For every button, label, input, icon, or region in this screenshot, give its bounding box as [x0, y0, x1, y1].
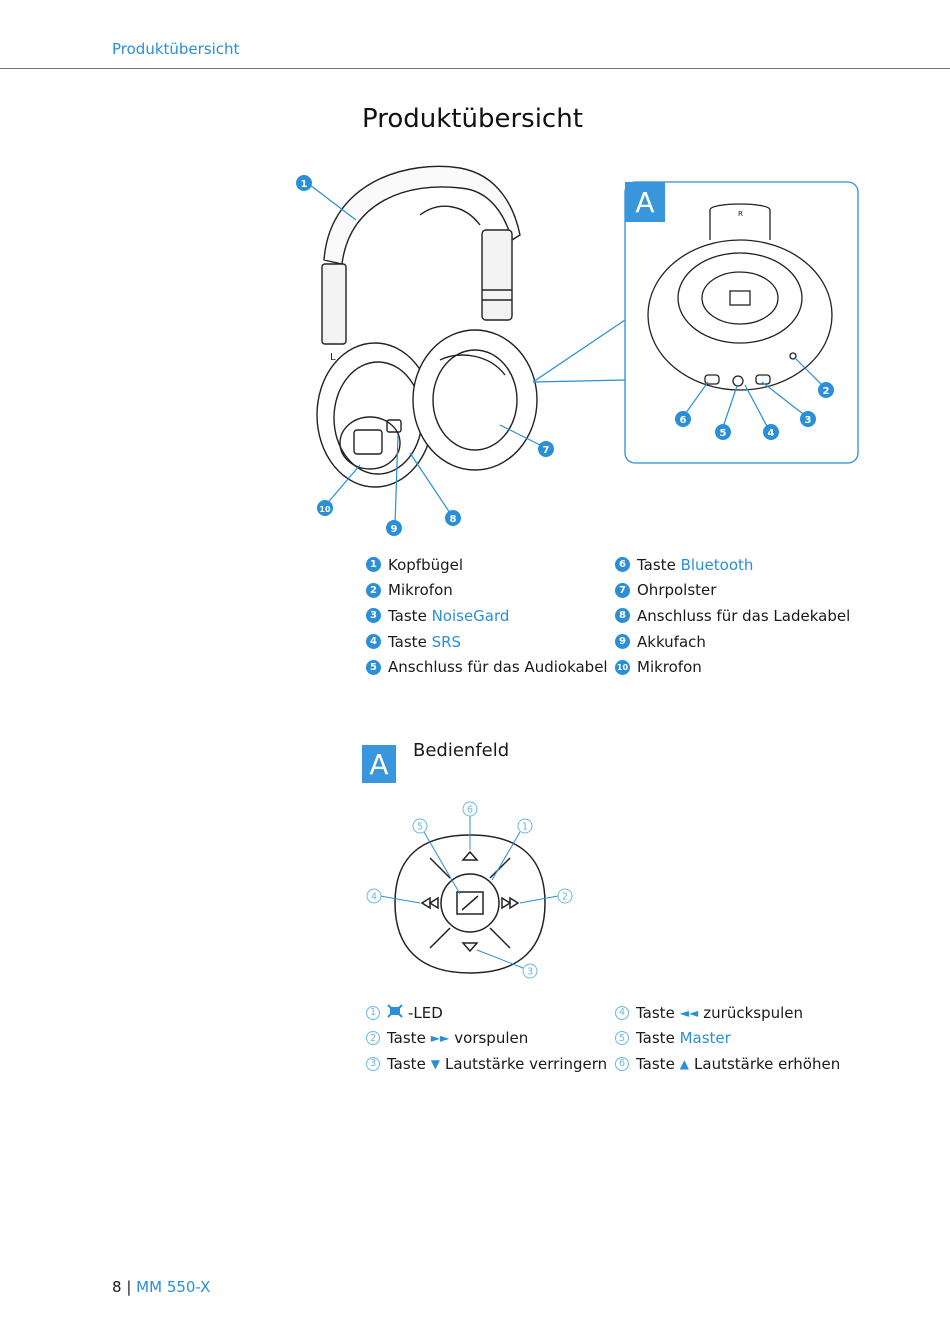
legend-item: 7 Ohrpolster: [615, 578, 850, 604]
legend-item: 4 Taste SRS: [366, 629, 608, 655]
legend-text: Taste: [387, 1029, 426, 1048]
svg-text:8: 8: [450, 514, 457, 525]
legend-number: 1: [366, 1005, 380, 1020]
legend-text: Taste: [636, 1029, 680, 1048]
rewind-icon: ◄◄: [679, 1005, 699, 1020]
legend-number: 6: [615, 1056, 629, 1071]
legend-highlight: SRS: [431, 632, 462, 651]
legend-number: 6: [615, 557, 630, 573]
legend-item: 2 Mikrofon: [366, 578, 608, 604]
svg-text:10: 10: [319, 505, 331, 514]
section-title: Bedienfeld: [413, 740, 510, 761]
legend-item: 3 Taste NoiseGard: [366, 603, 608, 629]
legend-number: 7: [615, 582, 630, 598]
legend-item: 2 Taste ►► vorspulen: [366, 1026, 607, 1052]
legend-text: Taste: [636, 1003, 675, 1022]
section-label-box: A: [362, 745, 396, 783]
legend-text: Ohrpolster: [637, 581, 717, 600]
legend-item: 3 Taste ▼ Lautstärke verringern: [366, 1051, 607, 1077]
running-header: Produktübersicht: [112, 40, 240, 58]
legend-text: Lautstärke verringern: [445, 1054, 608, 1073]
svg-text:5: 5: [720, 428, 727, 439]
legend-text: -LED: [408, 1003, 443, 1022]
legend-text: Taste: [388, 632, 432, 651]
footer-separator: |: [126, 1278, 132, 1296]
legend-number: 8: [615, 608, 630, 624]
legend-item: 5 Anschluss für das Audiokabel: [366, 654, 608, 680]
legend-number: 5: [366, 659, 381, 675]
legend-text: zurückspulen: [703, 1003, 803, 1022]
svg-text:7: 7: [543, 445, 550, 456]
header-divider: [0, 68, 950, 69]
page-title: Produktübersicht: [362, 104, 583, 134]
svg-text:6: 6: [680, 415, 687, 426]
svg-text:5: 5: [417, 822, 423, 833]
side-mark: R: [738, 210, 743, 218]
legend-text: Mikrofon: [388, 581, 453, 600]
legend-highlight: NoiseGard: [431, 606, 510, 625]
page-footer: 8 | MM 550-X: [112, 1278, 210, 1296]
svg-text:4: 4: [768, 428, 775, 439]
legend-text: Taste: [637, 555, 681, 574]
legend-number: 10: [615, 659, 630, 675]
legend-item: 8 Anschluss für das Ladekabel: [615, 603, 850, 629]
legend-text: Kopfbügel: [388, 555, 464, 574]
legend-text: Akkufach: [637, 632, 706, 651]
legend-item: 6 Taste ▲ Lautstärke erhöhen: [615, 1051, 840, 1077]
legend-number: 5: [615, 1031, 629, 1046]
legend-right: 6 Taste Bluetooth 7 Ohrpolster 8 Anschluss …: [615, 552, 850, 680]
panel-legend-right: 4 Taste ◄◄ zurückspulen 5 Taste Master 6…: [615, 1000, 840, 1077]
page-number: 8: [112, 1278, 122, 1296]
legend-text: vorspulen: [454, 1029, 529, 1048]
fast-forward-icon: ►►: [430, 1031, 450, 1046]
headphone-illustration: L A R 1 2 3 4 5 6 7 8 9: [296, 165, 859, 536]
svg-text:1: 1: [522, 822, 528, 833]
svg-text:3: 3: [805, 415, 812, 426]
legend-item: 4 Taste ◄◄ zurückspulen: [615, 1000, 840, 1026]
legend-text: Taste: [387, 1054, 426, 1073]
legend-number: 3: [366, 1056, 380, 1071]
legend-number: 2: [366, 1031, 380, 1046]
led-icon: [387, 1004, 403, 1021]
product-name: MM 550-X: [136, 1278, 211, 1296]
svg-text:2: 2: [823, 386, 830, 397]
legend-highlight: Master: [679, 1029, 731, 1048]
triangle-up-icon: ▲: [679, 1056, 690, 1071]
ear-side-mark: L: [330, 352, 336, 363]
legend-number: 2: [366, 582, 381, 598]
legend-item: 9 Akkufach: [615, 629, 850, 655]
detail-label: A: [635, 186, 654, 219]
svg-text:1: 1: [301, 179, 308, 190]
legend-text: Taste: [388, 606, 432, 625]
svg-text:3: 3: [527, 967, 533, 978]
legend-text: Mikrofon: [637, 658, 702, 677]
legend-highlight: Bluetooth: [680, 555, 754, 574]
svg-text:4: 4: [371, 892, 377, 903]
legend-text: Anschluss für das Audiokabel: [388, 658, 608, 677]
legend-item: 10 Mikrofon: [615, 654, 850, 680]
control-panel-illustration: 6 5 1 4 2 3: [366, 801, 573, 979]
legend-number: 3: [366, 608, 381, 624]
legend-item: 6 Taste Bluetooth: [615, 552, 850, 578]
legend-item: 1 -LED: [366, 1000, 607, 1026]
panel-legend-left: 1 -LED 2 Taste ►► vorspulen 3 Taste ▼ La…: [366, 1000, 607, 1077]
legend-number: 4: [615, 1005, 629, 1020]
svg-text:9: 9: [391, 524, 398, 535]
legend-number: 1: [366, 557, 381, 573]
legend-number: 4: [366, 634, 381, 650]
legend-text: Taste: [636, 1054, 675, 1073]
triangle-down-icon: ▼: [430, 1056, 441, 1071]
legend-item: 1 Kopfbügel: [366, 552, 608, 578]
legend-item: 5 Taste Master: [615, 1026, 840, 1052]
legend-text: Anschluss für das Ladekabel: [637, 606, 851, 625]
svg-text:2: 2: [562, 892, 568, 903]
legend-text: Lautstärke erhöhen: [694, 1054, 841, 1073]
svg-text:6: 6: [467, 805, 473, 816]
legend-number: 9: [615, 634, 630, 650]
